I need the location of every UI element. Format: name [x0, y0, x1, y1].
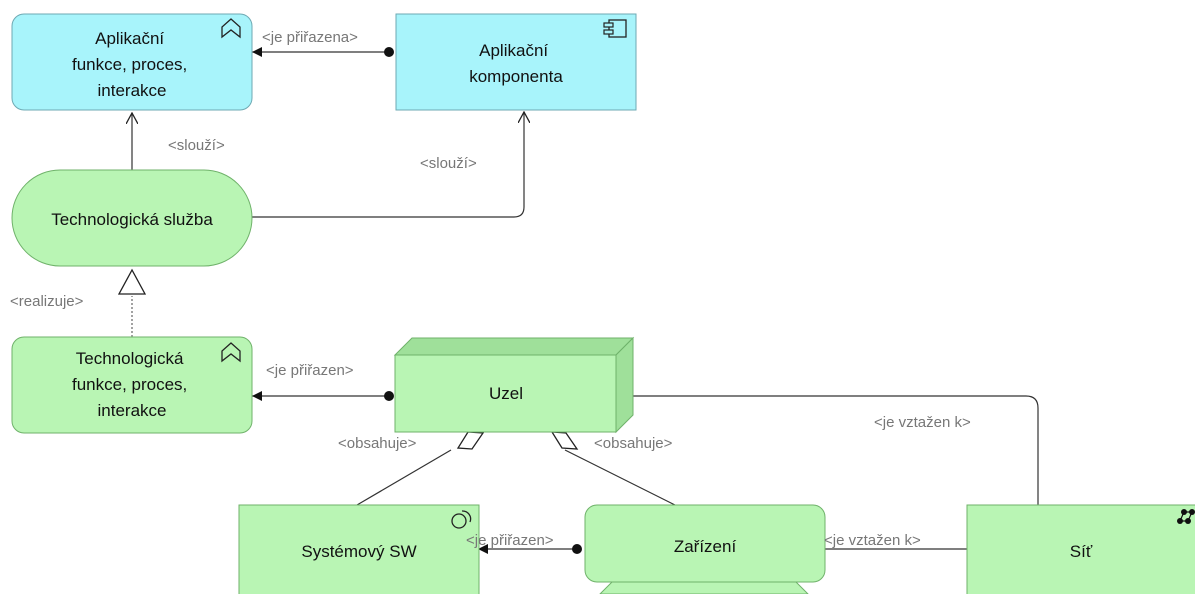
- node-box[interactable]: Uzel: [393, 336, 635, 434]
- system-software-label: Systémový SW: [301, 542, 416, 561]
- node-label: Uzel: [489, 384, 523, 403]
- app-component-label-2: komponenta: [469, 67, 563, 86]
- edge-contains-device[interactable]: [564, 449, 676, 506]
- relation-label-sw-assigned: <je přiřazen>: [466, 532, 554, 549]
- system-software-icon: [451, 510, 472, 529]
- app-function-label-1: Aplikační: [95, 29, 164, 48]
- relation-label-serves-left: <slouží>: [168, 137, 225, 154]
- function-chevron-icon: [221, 342, 241, 363]
- assignment-dot: [384, 391, 394, 401]
- app-function-label-3: interakce: [98, 81, 167, 100]
- app-function-node[interactable]: Aplikační funkce, proces, interakce: [11, 13, 253, 111]
- network-icon: [1177, 509, 1195, 524]
- network-node[interactable]: Síť: [966, 504, 1195, 594]
- system-software-node[interactable]: Systémový SW: [238, 504, 480, 594]
- tech-service-node[interactable]: Technologická služba: [11, 169, 253, 267]
- device-base: [599, 581, 809, 594]
- edge-contains-sw[interactable]: [356, 449, 452, 506]
- realization-arrowhead: [117, 268, 147, 295]
- relation-label-related-device: <je vztažen k>: [824, 532, 921, 549]
- relation-labels: <je přiřazena> <slouží> <slouží> <realiz…: [10, 29, 971, 549]
- network-label: Síť: [1070, 542, 1093, 561]
- svg-text:Aplikační funkce, proces: Aplikační funkce, proces, interakce: [72, 29, 192, 100]
- device-label: Zařízení: [674, 537, 737, 556]
- tech-function-label-2: funkce, proces,: [72, 375, 187, 394]
- relation-label-contains-left: <obsahuje>: [338, 435, 417, 452]
- svg-text:Technologická funkce, pr: Technologická funkce, proces, interakce: [72, 349, 192, 420]
- composition-diamond-right: [550, 431, 579, 450]
- composition-diamond-left: [456, 431, 485, 450]
- relation-label-realizes: <realizuje>: [10, 293, 84, 310]
- relation-label-contains-right: <obsahuje>: [594, 435, 673, 452]
- relation-label-related-node: <je vztažen k>: [874, 414, 971, 431]
- edge-node-network[interactable]: [633, 395, 1039, 505]
- edge-serves-app-component[interactable]: [252, 112, 524, 218]
- tech-service-label: Technologická služba: [51, 210, 213, 229]
- tech-function-label-3: interakce: [98, 401, 167, 420]
- edges: [117, 47, 1039, 554]
- assignment-dot: [572, 544, 582, 554]
- component-icon: [603, 19, 627, 38]
- function-chevron-icon: [221, 18, 241, 39]
- svg-text:Aplikační komponenta: Aplikační komponenta: [469, 41, 563, 86]
- relation-label-serves-right: <slouží>: [420, 155, 477, 172]
- app-component-node[interactable]: Aplikační komponenta: [395, 13, 637, 111]
- relation-label-tech-assigned: <je přiřazen>: [266, 362, 354, 379]
- device-node[interactable]: Zařízení: [584, 504, 826, 594]
- tech-function-node[interactable]: Technologická funkce, proces, interakce: [11, 336, 253, 434]
- relation-label-app-assigned: <je přiřazena>: [262, 29, 358, 46]
- app-function-label-2: funkce, proces,: [72, 55, 187, 74]
- app-component-label-1: Aplikační: [479, 41, 548, 60]
- assignment-dot: [384, 47, 394, 57]
- tech-function-label-1: Technologická: [76, 349, 184, 368]
